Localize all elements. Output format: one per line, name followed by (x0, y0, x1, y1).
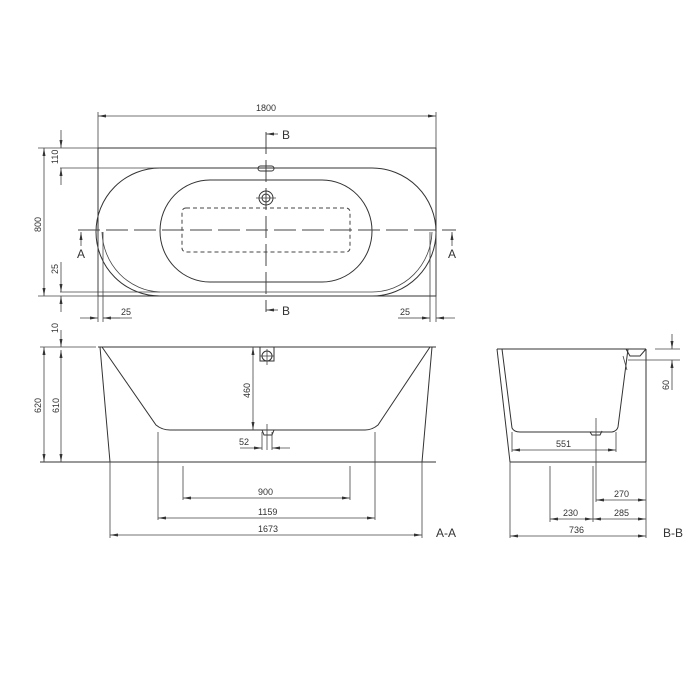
dim-overall-width: 800 (33, 216, 43, 232)
section-marker-a-right: A (448, 247, 457, 261)
section-label-b-b: B-B (663, 526, 684, 540)
dim-right-inset: 25 (400, 307, 411, 317)
dim-bottom-offset: 25 (50, 263, 60, 274)
section-marker-b-bottom: B (282, 304, 291, 318)
dim-overflow-depth: 460 (242, 382, 252, 398)
dim-base-width: 736 (569, 525, 585, 535)
section-b-b (496, 334, 680, 538)
section-marker-a-left: A (77, 247, 86, 261)
dim-drain-to-edge-top: 270 (614, 489, 630, 499)
section-a-a (40, 330, 436, 538)
dim-drain-to-edge-bottom: 285 (614, 508, 630, 518)
section-marker-b-top: B (282, 128, 291, 142)
dim-foot-to-drain: 230 (563, 508, 579, 518)
dim-floor-width: 551 (556, 439, 572, 449)
dim-total-height: 620 (33, 397, 43, 413)
section-label-a-a: A-A (436, 526, 457, 540)
dim-left-inset: 25 (121, 307, 132, 317)
dim-top-offset: 110 (50, 149, 60, 164)
dim-rim-gap: 10 (50, 322, 60, 333)
plan-view (38, 112, 456, 322)
dim-rim-drop: 60 (661, 379, 671, 390)
dim-overall-length: 1800 (256, 103, 277, 113)
dim-base-length: 1673 (258, 524, 279, 534)
dim-foot-spacing: 900 (258, 487, 274, 497)
dim-body-height: 610 (51, 397, 61, 413)
dim-drain-offset: 52 (239, 437, 250, 447)
dim-floor-length: 1159 (258, 507, 278, 517)
